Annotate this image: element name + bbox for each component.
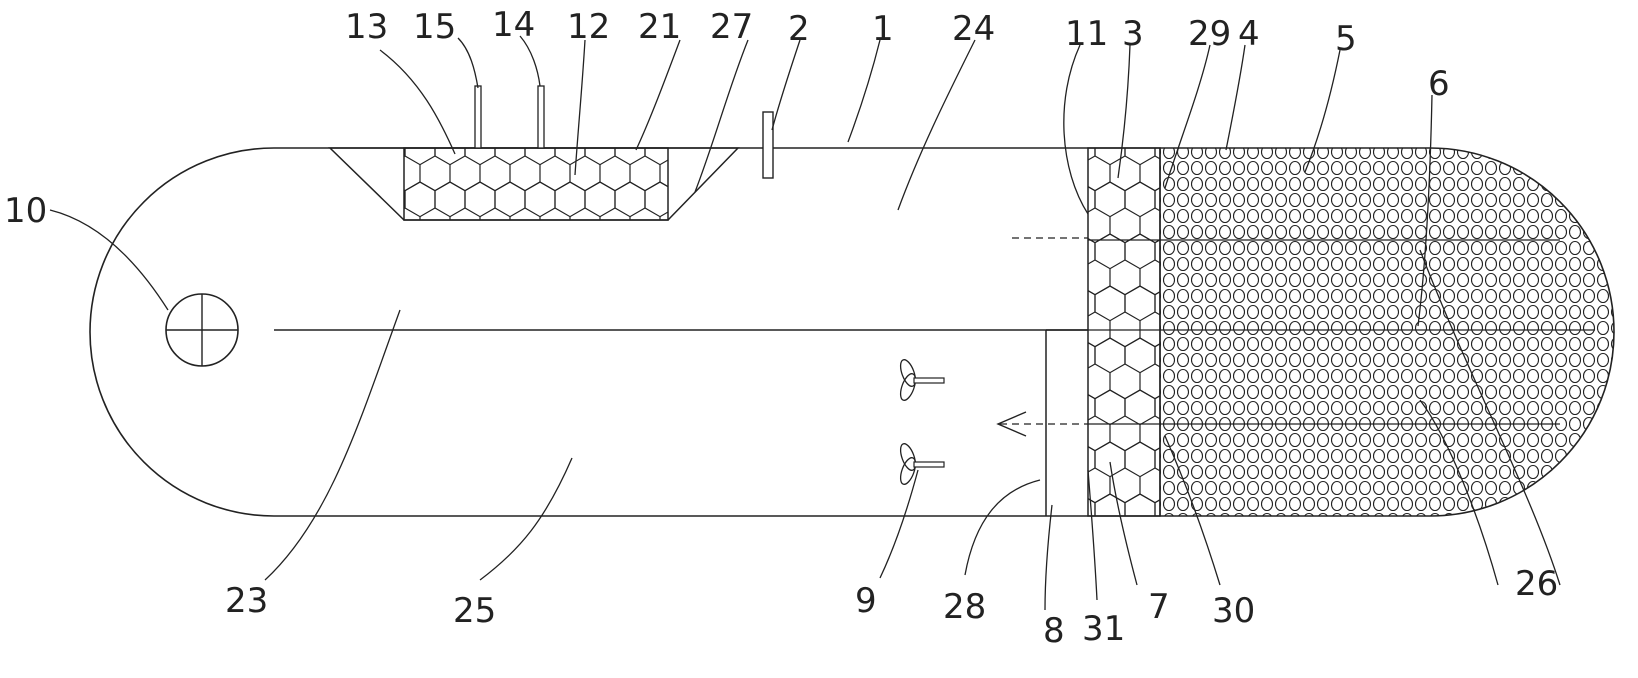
top-filter-box (328, 147, 740, 221)
label-27: 27 (710, 7, 753, 47)
label-1: 1 (872, 9, 894, 49)
label-15: 15 (413, 7, 456, 47)
part-labels: 10 13 15 14 12 21 27 2 1 24 11 3 29 4 5 … (4, 5, 1558, 651)
label-29: 29 (1188, 14, 1231, 54)
label-7: 7 (1148, 587, 1170, 627)
pipe-15 (474, 85, 482, 149)
label-26: 26 (1515, 564, 1558, 604)
outlet-port (165, 293, 239, 367)
label-12: 12 (567, 7, 610, 47)
label-3: 3 (1122, 14, 1144, 54)
label-2: 2 (788, 9, 810, 49)
label-24: 24 (952, 9, 995, 49)
ball-media-zone (1160, 148, 1614, 516)
propeller-lower (899, 443, 945, 485)
flow-arrow (996, 411, 1027, 437)
propeller-upper (899, 359, 945, 401)
label-8: 8 (1043, 611, 1065, 651)
label-11: 11 (1065, 14, 1108, 54)
label-13: 13 (345, 7, 388, 47)
label-14: 14 (492, 5, 535, 45)
label-21: 21 (638, 7, 681, 47)
label-28: 28 (943, 587, 986, 627)
leader-lines (49, 35, 1561, 611)
label-30: 30 (1212, 591, 1255, 631)
label-31: 31 (1082, 609, 1125, 649)
hex-media-zone (1087, 147, 1161, 517)
label-10: 10 (4, 191, 47, 231)
label-9: 9 (855, 581, 877, 621)
plate-2 (762, 111, 774, 179)
label-5: 5 (1335, 19, 1357, 59)
label-25: 25 (453, 591, 496, 631)
label-4: 4 (1238, 14, 1260, 54)
pipe-14 (537, 85, 545, 149)
label-23: 23 (225, 581, 268, 621)
label-6: 6 (1428, 64, 1450, 104)
